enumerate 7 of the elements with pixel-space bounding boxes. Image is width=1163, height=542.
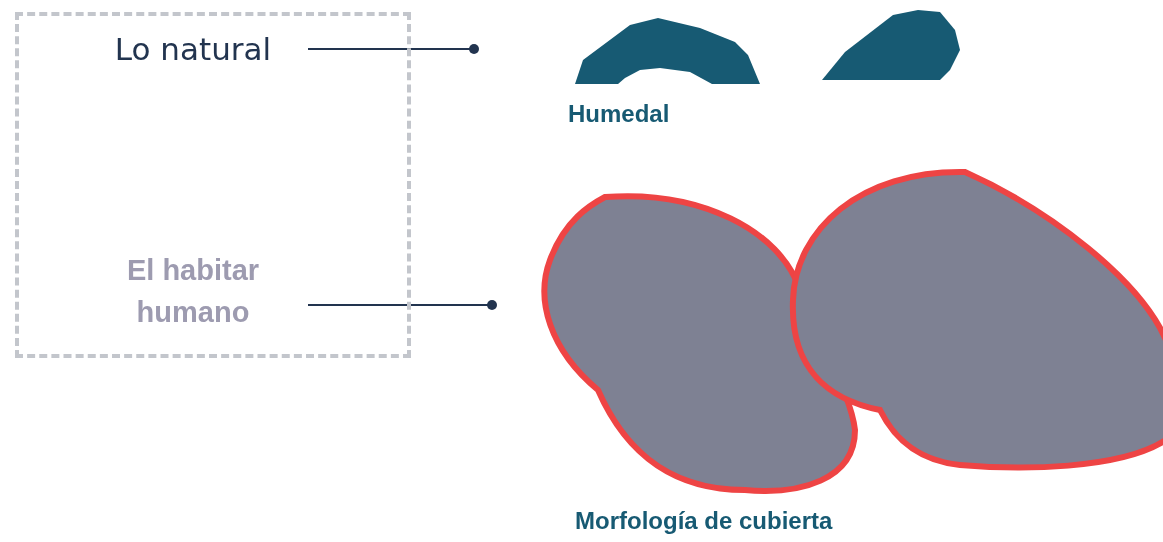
caption-label: Morfología de cubierta	[575, 507, 833, 535]
text-label: El habitar humano	[125, 252, 261, 330]
text-label: Lo natural	[114, 29, 272, 69]
caption-label: Humedal	[568, 100, 670, 128]
leader-line	[307, 300, 497, 310]
leader-line	[307, 44, 479, 54]
dashed-frame	[15, 12, 411, 358]
